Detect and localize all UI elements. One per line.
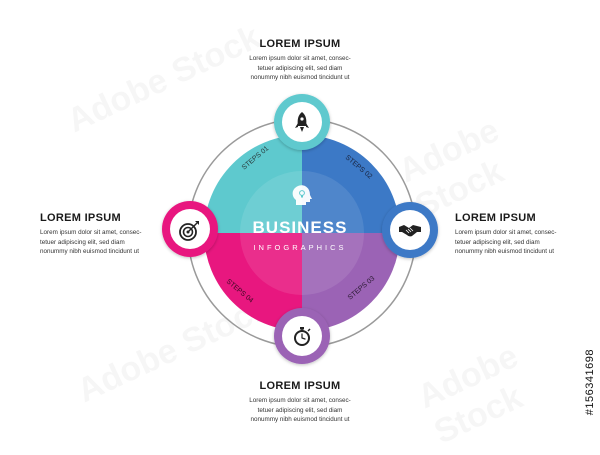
body-line: nonummy nibh euismod tincidunt ut (250, 74, 350, 82)
text-block-right: LOREM IPSUM Lorem ipsum dolor sit amet, … (455, 212, 600, 257)
target-icon (179, 221, 199, 241)
node-bottom (274, 308, 330, 364)
stopwatch-icon (294, 327, 311, 346)
body-line: tetuer adipiscing elit, sed diam (257, 64, 343, 72)
body-line: Lorem ipsum dolor sit amet, consec- (40, 229, 142, 236)
stock-id-watermark: #156341698 (584, 348, 596, 415)
body-line: nonummy nibh euismod tincidunt ut (250, 416, 350, 424)
block-title: LOREM IPSUM (40, 212, 121, 224)
body-line: nonummy nibh euismod tincidunt ut (455, 248, 555, 256)
block-body: Lorem ipsum dolor sit amet, consec- tetu… (230, 54, 370, 83)
node-top (274, 94, 330, 150)
body-line: nonummy nibh euismod tincidunt ut (40, 248, 140, 256)
head-bulb-icon (292, 185, 312, 205)
text-block-bottom: LOREM IPSUM Lorem ipsum dolor sit amet, … (230, 380, 370, 425)
block-title: LOREM IPSUM (455, 212, 536, 224)
body-line: tetuer adipiscing elit, sed diam (455, 238, 540, 246)
body-line: Lorem ipsum dolor sit amet, consec- (249, 397, 351, 404)
block-title: LOREM IPSUM (259, 380, 341, 392)
block-body: Lorem ipsum dolor sit amet, consec- tetu… (40, 228, 180, 257)
node-left (162, 201, 218, 257)
rocket-icon (295, 112, 309, 132)
body-line: tetuer adipiscing elit, sed diam (40, 238, 125, 246)
text-block-top: LOREM IPSUM Lorem ipsum dolor sit amet, … (230, 38, 370, 83)
body-line: Lorem ipsum dolor sit amet, consec- (455, 229, 557, 236)
block-body: Lorem ipsum dolor sit amet, consec- tetu… (455, 228, 600, 257)
node-right (382, 202, 438, 258)
block-title: LOREM IPSUM (259, 38, 341, 50)
text-block-left: LOREM IPSUM Lorem ipsum dolor sit amet, … (40, 212, 180, 257)
body-line: Lorem ipsum dolor sit amet, consec- (249, 55, 351, 62)
center-title: BUSINESS (253, 218, 348, 237)
block-body: Lorem ipsum dolor sit amet, consec- tetu… (230, 396, 370, 425)
body-line: tetuer adipiscing elit, sed diam (257, 406, 343, 414)
center-subtitle: INFOGRAPHICS (253, 243, 346, 252)
handshake-icon (399, 225, 421, 237)
